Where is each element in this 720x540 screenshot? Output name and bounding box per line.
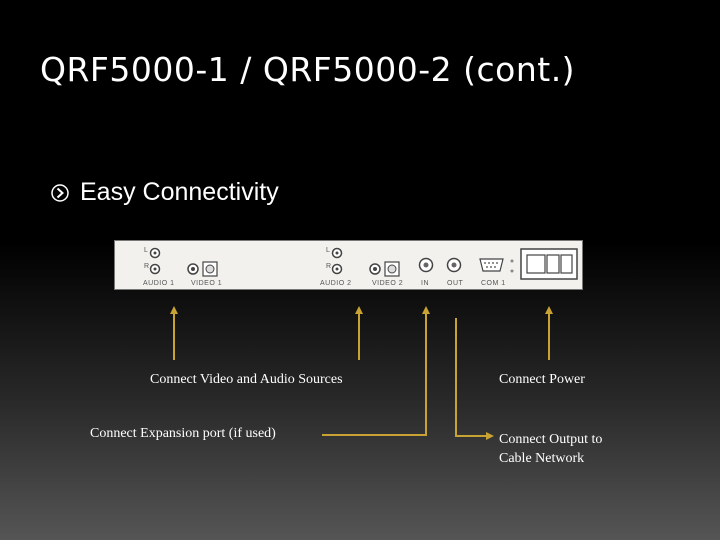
audio2-l-label: L [326,247,331,254]
caption-expansion: Connect Expansion port (if used) [90,426,276,441]
device-rear-panel: L R AUDIO 1 VIDEO 1 L R AUDIO 2 VIDEO 2 … [114,240,583,290]
video2-label: VIDEO 2 [372,280,404,287]
audio1-l-label: L [144,247,149,254]
audio1-label: AUDIO 1 [143,280,175,287]
circle-chevron-bullet-icon [51,183,69,202]
bullet-item: Easy Connectivity [50,178,279,207]
audio1-r-label: R [144,263,150,270]
audio1-rca-connectors [149,247,161,275]
slide-title: QRF5000-1 / QRF5000-2 (cont.) [40,50,576,89]
video1-connectors [187,261,218,277]
arrow-expansion [322,306,430,436]
arrow-output [455,318,494,440]
caption-video-audio: Connect Video and Audio Sources [150,372,343,387]
audio2-label: AUDIO 2 [320,280,352,287]
video1-label: VIDEO 1 [191,280,223,287]
out-label: OUT [447,280,464,287]
power-inlet [520,248,578,280]
caption-output-line2: Cable Network [499,451,585,466]
com1-serial-port [479,258,504,272]
rf-in-out-connectors [418,257,462,273]
caption-power: Connect Power [499,372,585,387]
bullet-text: Easy Connectivity [80,178,279,206]
audio2-r-label: R [326,263,332,270]
com1-label: COM 1 [481,280,506,287]
in-label: IN [421,280,429,287]
video2-connectors [369,261,400,277]
audio2-rca-connectors [331,247,343,275]
caption-output-line1: Connect Output to [499,432,603,447]
